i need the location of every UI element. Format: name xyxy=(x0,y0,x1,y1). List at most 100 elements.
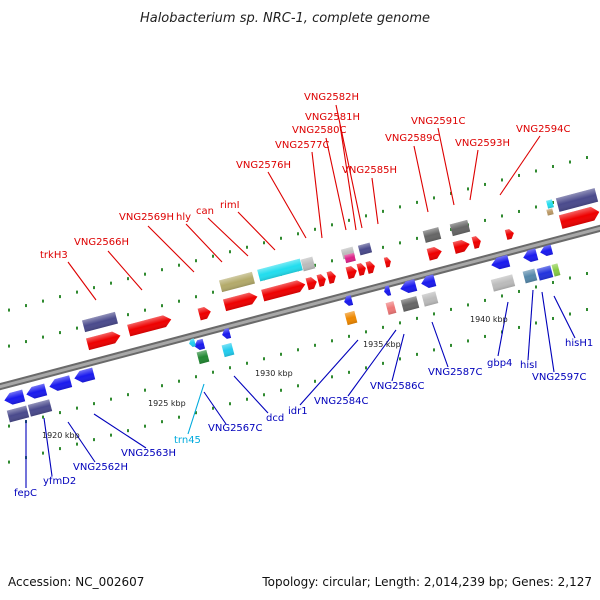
leader-line xyxy=(107,250,143,291)
gene-box-cyan[interactable] xyxy=(257,258,303,282)
gene-label-gbp4[interactable]: gbp4 xyxy=(487,358,512,369)
gene-label-hisH1[interactable]: hisH1 xyxy=(565,338,593,349)
gene-VNG2597C[interactable] xyxy=(539,244,554,258)
gene-VNG2587C[interactable] xyxy=(420,274,437,289)
gene-rimI-b[interactable] xyxy=(316,273,328,287)
gene-box-gray-5[interactable] xyxy=(400,296,420,312)
gene-label-idr1[interactable]: idr1 xyxy=(288,406,308,417)
gene-label-trn45[interactable]: trn45 xyxy=(174,435,201,446)
gene-box-tan[interactable] xyxy=(546,208,554,216)
gene-yfmD2[interactable] xyxy=(25,383,48,401)
gene-box-lime[interactable] xyxy=(551,263,561,277)
gene-label-VNG2586C[interactable]: VNG2586C xyxy=(370,381,425,392)
gene-box-purple-5[interactable] xyxy=(27,399,53,417)
tick-mark xyxy=(569,312,571,316)
gene-label-VNG2566H[interactable]: VNG2566H xyxy=(74,237,129,248)
gene-label-VNG2591C[interactable]: VNG2591C xyxy=(411,116,466,127)
gene-label-rimI[interactable]: rimI xyxy=(220,200,240,211)
scale-labels: 1920 kbp 1925 kbp 1930 kbp 1935 kbp 1940… xyxy=(42,315,508,440)
gene-fepC[interactable] xyxy=(3,389,26,407)
gene-label-dcd[interactable]: dcd xyxy=(266,413,284,424)
tick-mark xyxy=(365,330,367,334)
gene-VNG2584C[interactable] xyxy=(383,285,392,296)
gene-label-VNG2582H[interactable]: VNG2582H xyxy=(304,92,359,103)
gene-box-steel[interactable] xyxy=(522,268,538,284)
gene-box-pink[interactable] xyxy=(385,301,397,315)
gene-trn45[interactable] xyxy=(188,338,196,347)
gene-VNG2586C[interactable] xyxy=(399,279,418,295)
gene-VNG2563H[interactable] xyxy=(73,367,96,385)
gene-label-VNG2585H[interactable]: VNG2585H xyxy=(342,165,397,176)
tick-mark xyxy=(382,245,384,249)
gene-label-trkH3[interactable]: trkH3 xyxy=(40,250,68,261)
gene-hisI[interactable] xyxy=(522,248,539,263)
tick-mark xyxy=(178,263,180,267)
gene-rimI-a[interactable] xyxy=(305,276,319,291)
tick-mark xyxy=(433,312,435,316)
gene-label-VNG2567C[interactable]: VNG2567C xyxy=(208,423,263,434)
gene-box-orange[interactable] xyxy=(344,310,358,326)
gene-box-gray-4[interactable] xyxy=(449,219,471,237)
gene-box-purple-2[interactable] xyxy=(357,242,373,256)
gene-label-VNG2589C[interactable]: VNG2589C xyxy=(385,133,440,144)
gene-VNG2594C-b[interactable] xyxy=(558,205,600,229)
gene-label-VNG2580C[interactable]: VNG2580C xyxy=(292,125,347,136)
tick-mark xyxy=(161,268,163,272)
gene-VNG2591C[interactable] xyxy=(452,238,472,254)
gene-label-can[interactable]: can xyxy=(196,206,214,217)
gene-label-VNG2581H[interactable]: VNG2581H xyxy=(305,112,360,123)
gene-label-yfmD2[interactable]: yfmD2 xyxy=(43,476,76,487)
gene-label-VNG2563H[interactable]: VNG2563H xyxy=(121,448,176,459)
gene-box-purple-3[interactable] xyxy=(555,188,599,212)
gene-label-VNG2594C[interactable]: VNG2594C xyxy=(516,124,571,135)
gene-label-VNG2562H[interactable]: VNG2562H xyxy=(73,462,128,473)
gene-label-VNG2597C[interactable]: VNG2597C xyxy=(532,372,587,383)
tick-mark xyxy=(195,295,197,299)
tick-mark xyxy=(569,160,571,164)
gene-features xyxy=(3,188,600,423)
gene-label-fepC[interactable]: fepC xyxy=(14,488,37,499)
gene-can[interactable] xyxy=(261,279,307,302)
leader-line xyxy=(347,329,397,397)
gene-label-VNG2569H[interactable]: VNG2569H xyxy=(119,212,174,223)
gene-box-purple-1[interactable] xyxy=(82,311,118,333)
tick-mark xyxy=(467,339,469,343)
gene-box-olive[interactable] xyxy=(219,271,255,293)
gene-VNG2581H[interactable] xyxy=(365,260,377,274)
gene-label-VNG2584C[interactable]: VNG2584C xyxy=(314,396,369,407)
gene-VNG2582H[interactable] xyxy=(383,256,392,268)
tick-mark xyxy=(535,205,537,209)
gene-VNG2567C[interactable] xyxy=(193,338,206,351)
gene-VNG2577C[interactable] xyxy=(345,265,359,280)
gene-idr1[interactable] xyxy=(343,295,354,307)
gene-VNG2566H[interactable] xyxy=(127,314,173,337)
gene-dcd[interactable] xyxy=(221,328,232,340)
gene-box-cyan-2[interactable] xyxy=(546,199,554,209)
gene-box-green[interactable] xyxy=(196,349,210,365)
gene-VNG2562H[interactable] xyxy=(48,375,73,392)
gene-trkH3[interactable] xyxy=(86,330,122,351)
tick-mark xyxy=(280,352,282,356)
gene-box-gray-6[interactable] xyxy=(421,291,439,307)
gene-box-purple-4[interactable] xyxy=(6,405,30,423)
gene-hly[interactable] xyxy=(223,291,259,312)
gene-label-VNG2593H[interactable]: VNG2593H xyxy=(455,138,510,149)
gene-label-hisI[interactable]: hisI xyxy=(520,360,537,371)
gene-box-gray-7[interactable] xyxy=(490,274,516,292)
gene-label-VNG2576H[interactable]: VNG2576H xyxy=(236,160,291,171)
gene-VNG2594C[interactable] xyxy=(504,228,515,240)
gene-label-VNG2587C[interactable]: VNG2587C xyxy=(428,367,483,378)
gene-VNG2580C[interactable] xyxy=(356,262,368,276)
gene-VNG2576H[interactable] xyxy=(326,270,338,284)
gene-box-gray-1[interactable] xyxy=(300,256,316,272)
gene-box-cyan-3[interactable] xyxy=(221,342,235,358)
gene-VNG2593H[interactable] xyxy=(471,235,483,249)
gene-box-blue[interactable] xyxy=(536,265,554,281)
gene-gbp4[interactable] xyxy=(490,254,511,271)
gene-VNG2589C[interactable] xyxy=(426,245,444,261)
gene-label-hly[interactable]: hly xyxy=(176,212,191,223)
gene-VNG2569H[interactable] xyxy=(197,306,213,321)
gene-box-magenta[interactable] xyxy=(344,252,356,264)
gene-box-gray-3[interactable] xyxy=(422,227,442,243)
gene-label-VNG2577C[interactable]: VNG2577C xyxy=(275,140,330,151)
